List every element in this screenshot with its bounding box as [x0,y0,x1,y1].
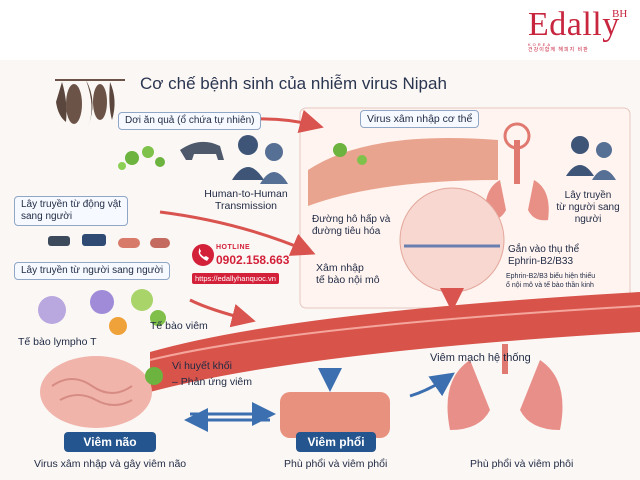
vasculitis-label: Viêm mạch hệ thống [430,352,531,364]
blood-vessel [150,292,640,392]
h2h-label: Human-to-Human Transmission [196,188,296,212]
pneumonia-badge: Viêm phổi [296,432,376,452]
page-title: Cơ chế bệnh sinh của nhiễm virus Nipah [140,74,447,93]
endo-line1: Xâm nhập [316,262,364,274]
endothelial-label: Xâm nhập tế bào nội mô [316,262,380,286]
brand-logo: Edally BH KOREA 건강이함께 해피지 비판 [500,6,635,56]
human-spread-line1: Lây truyền [564,190,612,201]
human-spread-line2: từ người sang [556,202,620,213]
brand-name: Edally [528,6,620,43]
ephrin-note-line1: Ephrin-B2/B3 biểu hiện thiếu [506,273,596,280]
phone-icon [192,244,214,266]
bat-icon [55,79,125,126]
animal-transmission-box: Lây truyền từ động vật sang người [14,196,129,226]
virus-icon [118,146,165,170]
h2h-line1: Human-to-Human [204,188,288,200]
lungs-icon [447,344,563,430]
arrow-to-systemic [409,372,455,398]
hotline-label: HOTLINE [216,244,251,251]
brain-icon [40,356,152,428]
hotline-url[interactable]: https://edallyhanquoc.vn [192,273,279,284]
arrow-animal-to-endo [159,210,316,256]
receptor-line2: Ephrin-B2/B33 [508,256,574,267]
encephalitis-desc: Virus xâm nhập và gây viêm não [34,458,187,470]
inflam-response-label: – Phản ứng viêm [172,376,252,388]
bat-fruit-label: Dơi ăn quả (ổ chứa tự nhiên) [118,112,262,130]
vessel-highlight [149,305,640,361]
people-icon [232,135,288,184]
pneumonia-desc: Phù phổi và viêm phổi [284,458,388,470]
lungs-icon [485,122,549,221]
animal-line2: sang người [21,211,73,222]
farm-animals-icon [48,234,170,248]
immune-cells-icon [38,289,166,335]
lung-desc: Phù phổi và viêm phôi [470,458,574,470]
human-spread-label: Lây truyền từ người sang người [548,190,628,226]
phone-glyph [198,248,209,261]
inflammatory-cell-label: Tế bào viêm [150,320,208,332]
t-cell-label: Tế bào lympho T [18,336,97,348]
receptor-cell [399,187,505,293]
brand-suffix: BH [612,8,628,20]
respiratory-label: Đường hô hấp và đường tiêu hóa [312,214,390,238]
person-to-person-box: Lây truyền từ người sang người [14,262,171,280]
arrow-inflammatory [189,298,256,328]
receptor-label: Gắn vào thụ thể Ephrin-B2/B33 [508,244,579,268]
virus-entry-label: Virus xâm nhập cơ thể [360,110,480,128]
endo-line2: tế bào nội mô [316,274,380,286]
receptor-line1: Gắn vào thụ thể [508,244,580,255]
ephrin-note-line2: ổ nội mô và tế bào thần kinh [506,282,594,289]
microthrombi-label: Vi huyết khối [172,360,232,372]
respiratory-tissue [308,138,498,206]
pig-icon [180,141,224,160]
hotline-number[interactable]: 0902.158.663 [216,253,290,267]
brand-subtitle: 건강이함께 해피지 비판 [528,47,589,53]
animal-line1: Lây truyền từ động vật [21,199,122,210]
pneumonia-tissue [280,392,390,438]
encephalitis-badge: Viêm não [64,432,156,452]
brand-korea: KOREA [528,42,553,47]
resp-line2: đường tiêu hóa [312,226,381,237]
virus-icon [145,367,163,385]
resp-line1: Đường hô hấp và [312,214,391,225]
human-spread-line3: người [574,214,602,225]
h2h-line2: Transmission [214,200,278,212]
ephrin-note: Ephrin-B2/B3 biểu hiện thiếu ổ nội mô và… [506,272,595,290]
people-icon [566,136,616,180]
